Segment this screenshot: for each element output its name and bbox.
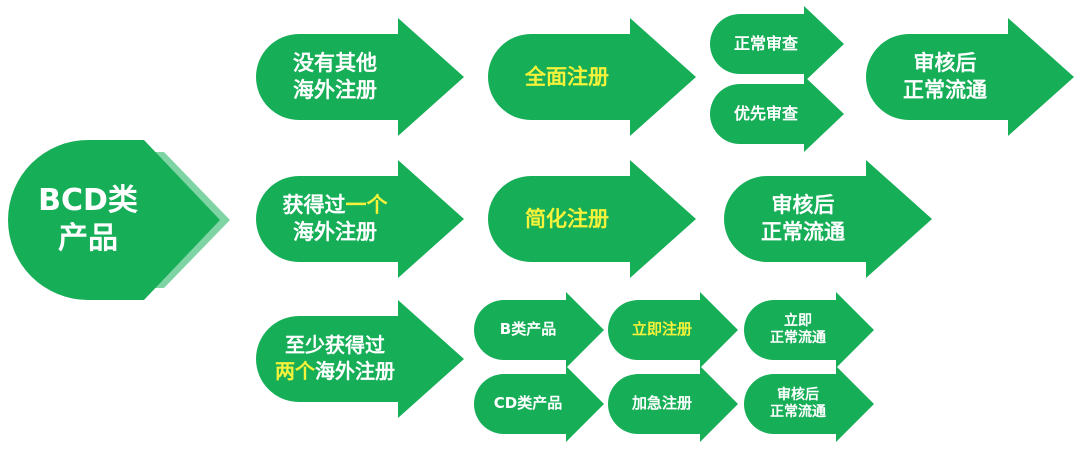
- row2-condition-line1-prefix: 获得过: [282, 193, 346, 218]
- row2-condition-line1-highlight: 一个: [345, 193, 388, 218]
- row3-b-path-arrow: 立即注册: [608, 292, 738, 368]
- row3-condition-line2: 两个海外注册: [275, 359, 395, 385]
- row3-cd-result-line1: 审核后: [777, 387, 819, 404]
- row3-cd-result-line2: 正常流通: [770, 404, 826, 420]
- row2-condition-label: 获得过一个 海外注册: [256, 160, 414, 278]
- row3-cd-category-arrow-shape: [474, 366, 604, 442]
- row3-b-result-arrow-shape: [744, 292, 874, 368]
- row1-condition-line2: 海外注册: [293, 78, 377, 102]
- root-drop-shape: [8, 140, 231, 300]
- row2-result-line1: 审核后: [771, 193, 835, 218]
- row2-result-arrow-shape: [724, 160, 932, 278]
- root-bcd-products: BCD类 产品: [8, 140, 231, 300]
- row3-condition-line2-highlight: 两个: [275, 359, 315, 383]
- row3-b-category-arrow-shape: [474, 292, 604, 368]
- row2-path-arrow: 简化注册: [474, 160, 696, 278]
- row3-condition-label: 至少获得过 两个海外注册: [256, 300, 414, 418]
- row3-b-path-arrow-shape: [608, 292, 738, 368]
- row1-branch-priority-label: 优先审查: [733, 103, 798, 123]
- root-label-line1: BCD类: [38, 182, 138, 218]
- row3-b-result-line2: 正常流通: [770, 330, 826, 346]
- row3-b-result-label: 立即 正常流通: [748, 292, 848, 368]
- row3-cd-result-label: 审核后 正常流通: [748, 366, 848, 442]
- root-drop-body: [8, 140, 220, 300]
- row1-path-label: 全面注册: [525, 64, 609, 89]
- row3-condition-arrow-shape: [256, 300, 464, 418]
- row3-b-result-line1: 立即: [784, 313, 812, 330]
- row3-condition-line1: 至少获得过: [285, 333, 385, 358]
- row1-condition-arrow: 没有其他 海外注册: [242, 18, 464, 136]
- row1-path-arrow: 全面注册: [474, 18, 696, 136]
- row3-condition-arrow: 至少获得过 两个海外注册: [242, 300, 464, 418]
- row1-result-line1: 审核后: [913, 51, 977, 76]
- row3-b-category-arrow: B类产品: [474, 292, 604, 368]
- row1-branch-normal-label: 正常审查: [733, 33, 798, 53]
- row1-branch-normal-arrow: 正常审查: [710, 6, 844, 82]
- row2-condition-arrow: 获得过一个 海外注册: [242, 160, 464, 278]
- row3-b-category-label: B类产品: [499, 320, 557, 339]
- row3-cd-path-arrow-shape: [608, 366, 738, 442]
- row2-result-label: 审核后 正常流通: [724, 160, 882, 278]
- row2-condition-line1: 获得过一个: [283, 192, 388, 219]
- row3-cd-category-arrow: CD类产品: [474, 366, 604, 442]
- row3-cd-path-arrow: 加急注册: [608, 366, 738, 442]
- row1-branch-priority-arrow: 优先审查: [710, 76, 844, 152]
- row2-path-arrow-shape: [488, 160, 696, 278]
- root-label: BCD类 产品: [8, 140, 168, 300]
- row3-cd-category-label: CD类产品: [493, 394, 563, 413]
- row3-condition-line2-suffix: 海外注册: [315, 359, 395, 383]
- row1-branch-normal-arrow-shape: [710, 6, 844, 82]
- row2-condition-arrow-shape: [256, 160, 464, 278]
- row1-result-label: 审核后 正常流通: [866, 18, 1024, 136]
- row2-path-label: 简化注册: [525, 206, 609, 231]
- row1-condition-label: 没有其他 海外注册: [256, 18, 414, 136]
- row1-result-arrow: 审核后 正常流通: [852, 18, 1074, 136]
- row1-result-arrow-shape: [866, 18, 1074, 136]
- row1-branch-priority-arrow-shape: [710, 76, 844, 152]
- row1-condition-arrow-shape: [256, 18, 464, 136]
- row1-condition-line1: 没有其他: [293, 51, 377, 76]
- row3-b-path-label: 立即注册: [631, 320, 692, 339]
- row3-cd-path-label: 加急注册: [631, 394, 692, 413]
- row2-result-line2: 正常流通: [761, 220, 845, 244]
- row1-result-line2: 正常流通: [903, 78, 987, 102]
- row3-cd-result-arrow-shape: [744, 366, 874, 442]
- row1-path-arrow-shape: [488, 18, 696, 136]
- row3-b-result-arrow: 立即 正常流通: [744, 292, 874, 368]
- row3-cd-result-arrow: 审核后 正常流通: [744, 366, 874, 442]
- root-label-line2: 产品: [58, 221, 118, 256]
- row2-condition-line2: 海外注册: [293, 220, 377, 244]
- row2-result-arrow: 审核后 正常流通: [710, 160, 932, 278]
